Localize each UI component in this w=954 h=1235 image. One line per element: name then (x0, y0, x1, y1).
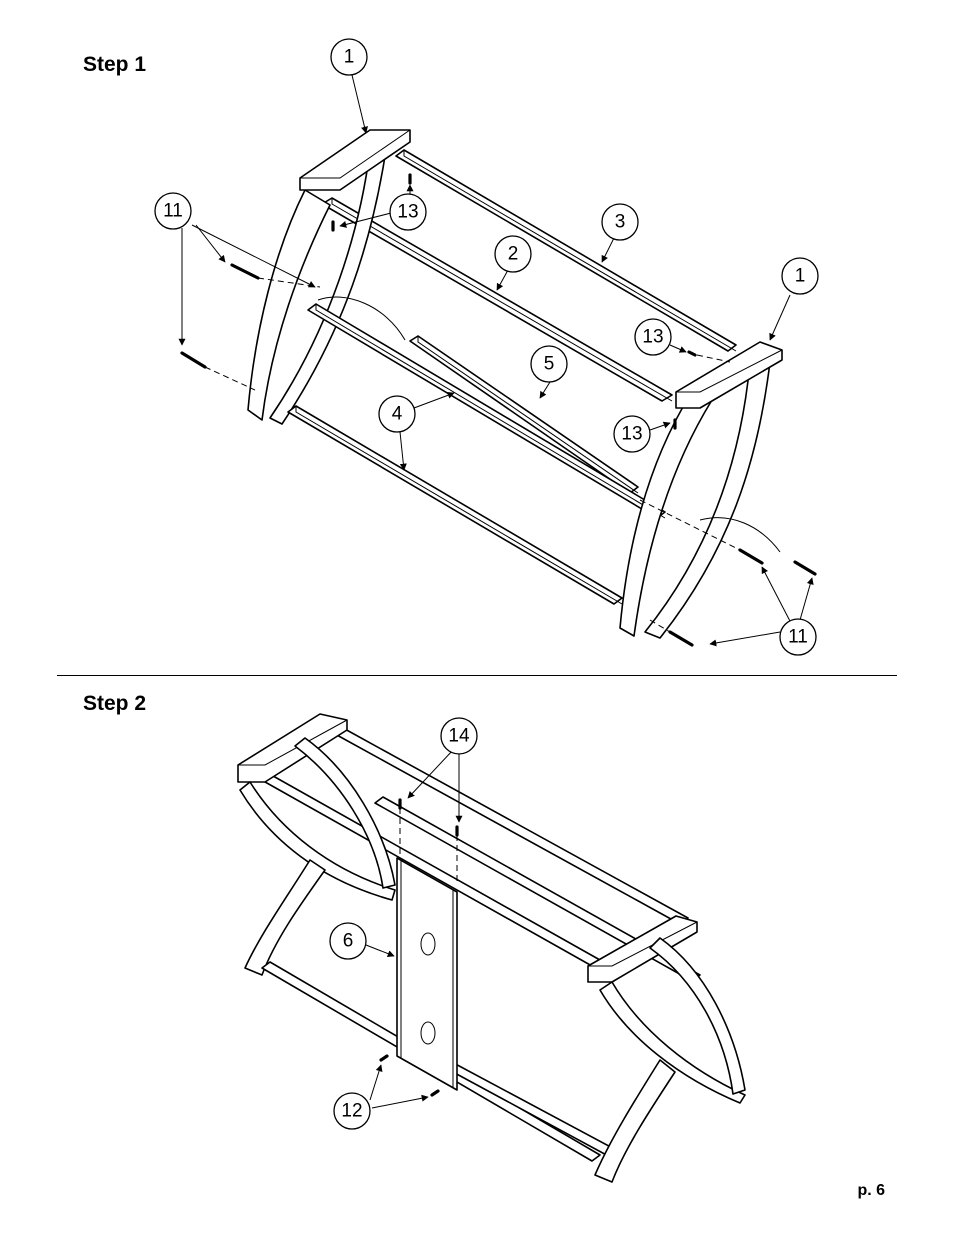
right-end-assembly (588, 916, 745, 1182)
bolt-11-left-upper (232, 265, 258, 278)
callout-part-11-left: 11 (155, 193, 191, 229)
rail-3 (396, 150, 736, 351)
svg-text:13: 13 (397, 202, 418, 223)
callout-part-6: 6 (330, 923, 366, 959)
bolt-11-left-lower (182, 353, 205, 367)
callout-part-14: 14 (441, 718, 477, 754)
svg-text:12: 12 (341, 1101, 362, 1122)
bolt-11-right-a (740, 550, 762, 563)
callout-part-11-right: 11 (780, 619, 816, 655)
svg-text:6: 6 (343, 931, 354, 952)
svg-text:3: 3 (615, 212, 626, 233)
left-end-frame (248, 130, 410, 424)
rail-4-lower (288, 406, 622, 604)
callout-part-12: 12 (334, 1093, 370, 1129)
callout-part-1-left: 1 (331, 39, 367, 75)
bolt-11-right-c (670, 632, 692, 645)
svg-text:1: 1 (344, 47, 355, 68)
svg-text:5: 5 (544, 354, 555, 375)
callout-part-13-lower: 13 (614, 416, 650, 452)
callout-part-4: 4 (379, 396, 415, 432)
svg-text:4: 4 (392, 404, 403, 425)
callout-part-2: 2 (495, 236, 531, 272)
svg-text:13: 13 (621, 424, 642, 445)
step-divider (57, 675, 897, 676)
svg-text:2: 2 (508, 244, 519, 265)
panel-6 (397, 858, 457, 1090)
callout-part-13-mid: 13 (635, 319, 671, 355)
step-2-assembly-diagram: 14 6 12 (0, 680, 954, 1200)
callout-part-13-top: 13 (390, 194, 426, 230)
callout-part-1-right: 1 (782, 258, 818, 294)
screw-12-lower (432, 1091, 438, 1095)
svg-text:14: 14 (448, 726, 470, 747)
page-number: p. 6 (857, 1182, 885, 1200)
svg-text:1: 1 (795, 266, 806, 287)
svg-text:13: 13 (642, 327, 663, 348)
callout-part-5: 5 (531, 346, 567, 382)
screw-13-c (689, 352, 695, 355)
bolt-11-right-b (795, 562, 815, 574)
svg-text:11: 11 (163, 201, 183, 222)
rail-4-upper (308, 304, 665, 518)
callout-part-3: 3 (602, 204, 638, 240)
svg-text:11: 11 (788, 627, 808, 648)
screw-12-upper (381, 1056, 387, 1060)
step-1-exploded-diagram: 1 1 2 3 4 5 11 11 13 13 13 (0, 0, 954, 670)
